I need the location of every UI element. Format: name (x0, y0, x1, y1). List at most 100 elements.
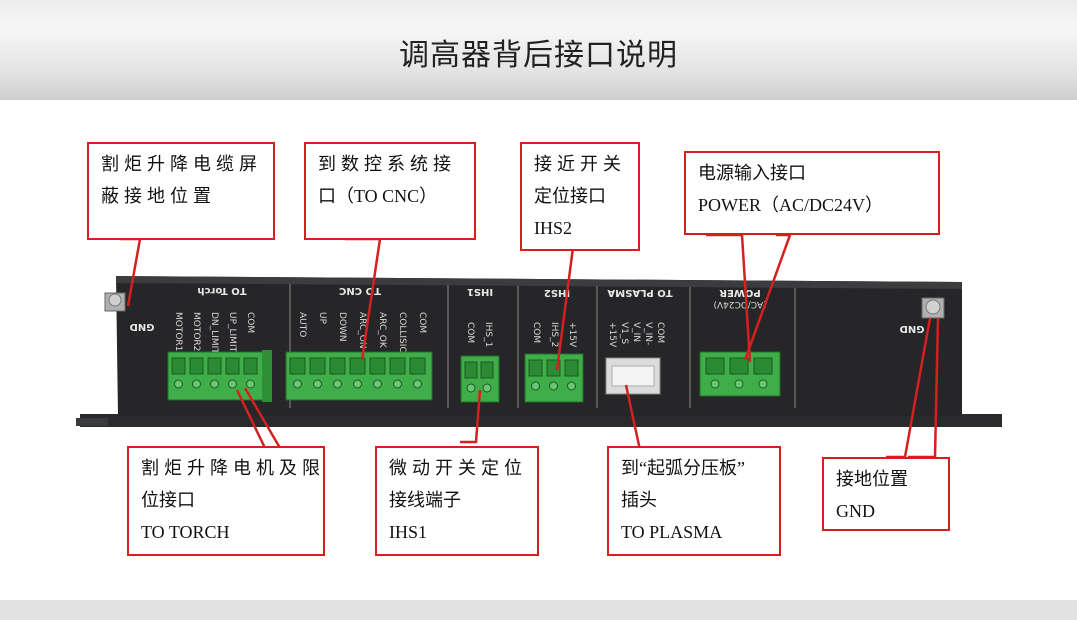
callout-line: 口（TO CNC） (318, 186, 438, 206)
terminal-screw (531, 381, 540, 391)
callout-line: TO PLASMA (621, 522, 723, 542)
connector-to-torch (167, 350, 272, 402)
label-to-torch: TO Torch (197, 285, 246, 296)
label-gnd-right: GND (900, 323, 925, 334)
callout-line: 定位接口 (534, 186, 606, 206)
terminal-screw (228, 379, 237, 389)
connector-to-plasma (605, 357, 661, 395)
terminal-slot (207, 357, 222, 375)
terminal-slot (389, 357, 406, 375)
connector-to-cnc (285, 351, 433, 401)
terminal-slot (705, 357, 725, 375)
terminal-slot (329, 357, 346, 375)
callout-line: 电源输入接口 (698, 163, 806, 183)
label-gnd-left: GND (130, 321, 155, 332)
pin-label: V_IN- (643, 322, 653, 345)
terminal-slot (564, 359, 579, 377)
callout-line: GND (836, 501, 875, 521)
callout-line: 位接口 (141, 490, 195, 510)
callout-line: 割炬升降电缆屏 (101, 154, 262, 174)
label-to-plasma: TO PLASMA (607, 287, 672, 298)
pin-label: MOTOR1 (173, 312, 183, 351)
terminal-screw (333, 379, 342, 389)
pin-label: COM (531, 322, 541, 343)
callout-line: 到数控系统接 (318, 154, 456, 174)
terminal-slot (189, 357, 204, 375)
callout-line: 割炬升降电机及限 (141, 458, 325, 478)
terminal-slot (171, 357, 186, 375)
terminal-slot (464, 361, 478, 379)
callout-cable-shield-ground: 割炬升降电缆屏 蔽接地位置 (87, 142, 275, 240)
callout-ihs2: 接近开关 定位接口 IHS2 (520, 142, 640, 251)
pin-label: IHS_1 (483, 322, 493, 347)
pin-label: +15V (607, 322, 617, 348)
callout-gnd: 接地位置 GND (822, 457, 950, 531)
terminal-slot (369, 357, 386, 375)
footer-band (0, 600, 1077, 620)
callout-power: 电源输入接口 POWER（AC/DC24V） (684, 151, 940, 235)
pin-label: IHS_2 (549, 322, 559, 347)
callout-line: 微动开关定位 (389, 458, 527, 478)
terminal-slot (480, 361, 494, 379)
terminal-screw (246, 379, 255, 389)
callout-line: IHS1 (389, 522, 428, 542)
pin-label: V1_S (619, 322, 629, 344)
callout-line: TO TORCH (141, 522, 230, 542)
callout-line: 接线端子 (389, 490, 461, 510)
pin-label: COM (245, 312, 255, 333)
pin-label: +15V (567, 322, 577, 348)
terminal-slot (225, 357, 240, 375)
terminal-screw (549, 381, 558, 391)
terminal-screw (174, 379, 183, 389)
terminal-slot (729, 357, 749, 375)
mounting-flange (80, 414, 1002, 427)
callout-line: 接近开关 (534, 154, 626, 174)
terminal-screw (192, 379, 201, 389)
terminal-screw (758, 379, 768, 389)
terminal-slot (546, 359, 561, 377)
pin-label: COM (655, 322, 665, 343)
terminal-slot (528, 359, 543, 377)
label-power: POWER (719, 287, 761, 298)
callout-line: 蔽接地位置 (101, 186, 216, 206)
callout-line: 到“起弧分压板” (621, 458, 745, 478)
terminal-screw (210, 379, 219, 389)
terminal-screw (482, 383, 492, 393)
callout-to-cnc: 到数控系统接 口（TO CNC） (304, 142, 476, 240)
terminal-slot (409, 357, 426, 375)
callout-line: POWER（AC/DC24V） (698, 195, 884, 215)
gnd-screw-left (104, 292, 126, 312)
terminal-screw (373, 379, 382, 389)
callout-line: IHS2 (534, 218, 573, 238)
label-to-cnc: TO CNC (339, 285, 381, 296)
pin-label: ARC_ON (357, 312, 367, 349)
pin-label: DOWN (337, 312, 347, 342)
pin-label: DN_LIMIT (209, 312, 219, 354)
gnd-screw-right (921, 297, 945, 319)
terminal-screw (710, 379, 720, 389)
terminal-screw (466, 383, 476, 393)
connector-ihs2 (524, 353, 584, 403)
terminal-screw (313, 379, 322, 389)
pin-label: UP (317, 312, 327, 325)
terminal-slot (243, 357, 258, 375)
label-ihs1: IHS1 (467, 286, 493, 297)
pin-label: COLLISION (397, 312, 407, 360)
label-ihs2: IHS2 (544, 287, 570, 298)
title-bar: 调高器背后接口说明 (0, 0, 1077, 100)
pin-label: V_IN (631, 322, 641, 342)
terminal-slot (349, 357, 366, 375)
callout-to-torch: 割炬升降电机及限 位接口 TO TORCH (127, 446, 325, 556)
pin-label: COM (417, 312, 427, 333)
pin-label: ARC_OK (377, 312, 387, 349)
terminal-slot (289, 357, 306, 375)
callout-line: 接地位置 (836, 469, 908, 489)
terminal-screw (293, 379, 302, 389)
pin-label: AUTO (297, 312, 307, 337)
label-power-voltage: (AC/DC24V) (713, 299, 766, 309)
terminal-screw (393, 379, 402, 389)
pin-label: COM (465, 322, 475, 343)
page-title: 调高器背后接口说明 (399, 38, 678, 73)
terminal-screw (353, 379, 362, 389)
callout-to-plasma: 到“起弧分压板” 插头 TO PLASMA (607, 446, 781, 556)
